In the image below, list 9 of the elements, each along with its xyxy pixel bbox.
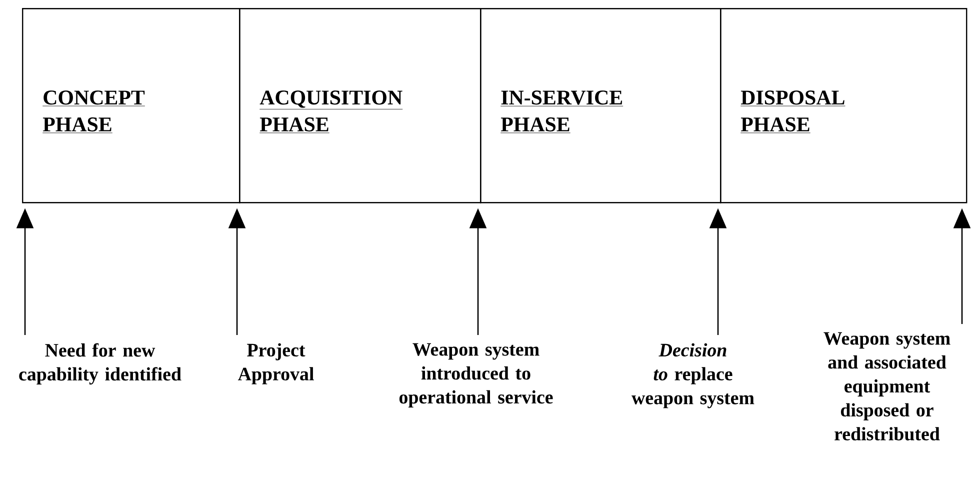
milestone-label: Weapon system introduced to operational service bbox=[399, 343, 553, 408]
milestone-label: Decision to replace weapon system bbox=[632, 343, 754, 408]
phase-box: ACQUISITION PHASE bbox=[239, 8, 482, 204]
milestone-label: Project Approval bbox=[238, 343, 314, 384]
milestone-label: Weapon system and associated equipment disposed or redistributed bbox=[824, 332, 950, 440]
phase-box: IN-SERVICE PHASE bbox=[480, 8, 722, 204]
milestone-label: Need for new capability identified bbox=[19, 343, 182, 384]
phase-box: DISPOSAL PHASE bbox=[720, 8, 968, 204]
phase-box: CONCEPT PHASE bbox=[22, 8, 240, 204]
